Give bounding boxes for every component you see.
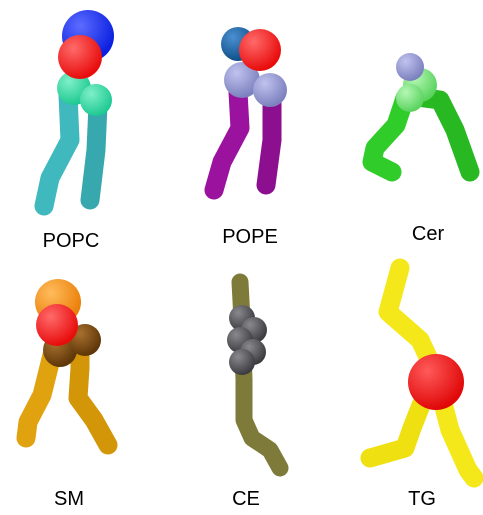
cer-tail-right <box>424 98 470 172</box>
tg-tail-left <box>370 395 425 458</box>
pope-phosphate-bead <box>239 29 281 71</box>
ce-label: CE <box>186 488 306 511</box>
pope-label: POPE <box>190 226 310 249</box>
sm-molecule <box>26 279 108 445</box>
ce-molecule <box>227 282 280 468</box>
popc-molecule <box>44 10 114 206</box>
ce-sterol-bead <box>229 349 255 375</box>
popc-phosphate-bead <box>58 35 102 79</box>
tg-glycerol-bead <box>408 354 464 410</box>
popc-label: POPC <box>11 230 131 253</box>
popc-glycerol-bead <box>80 84 112 116</box>
cer-tail-left <box>372 98 405 172</box>
pope-molecule <box>214 27 287 190</box>
popc-tail-left <box>44 95 70 206</box>
pope-tail-right <box>266 100 272 185</box>
cer-molecule <box>372 53 470 172</box>
sm-label: SM <box>9 488 129 511</box>
pope-glycerol-bead <box>253 73 287 107</box>
sm-tail-right <box>78 350 108 445</box>
popc-tail-right <box>90 105 98 200</box>
cer-headgroup-bead <box>396 53 424 81</box>
cer-label: Cer <box>368 223 483 246</box>
pope-tail-left <box>214 92 240 190</box>
cer-glycerol-bead <box>396 84 424 112</box>
sm-tail-left <box>26 355 52 438</box>
sm-phosphate-bead <box>36 304 78 346</box>
tg-molecule <box>370 268 474 478</box>
tg-label: TG <box>362 488 482 511</box>
